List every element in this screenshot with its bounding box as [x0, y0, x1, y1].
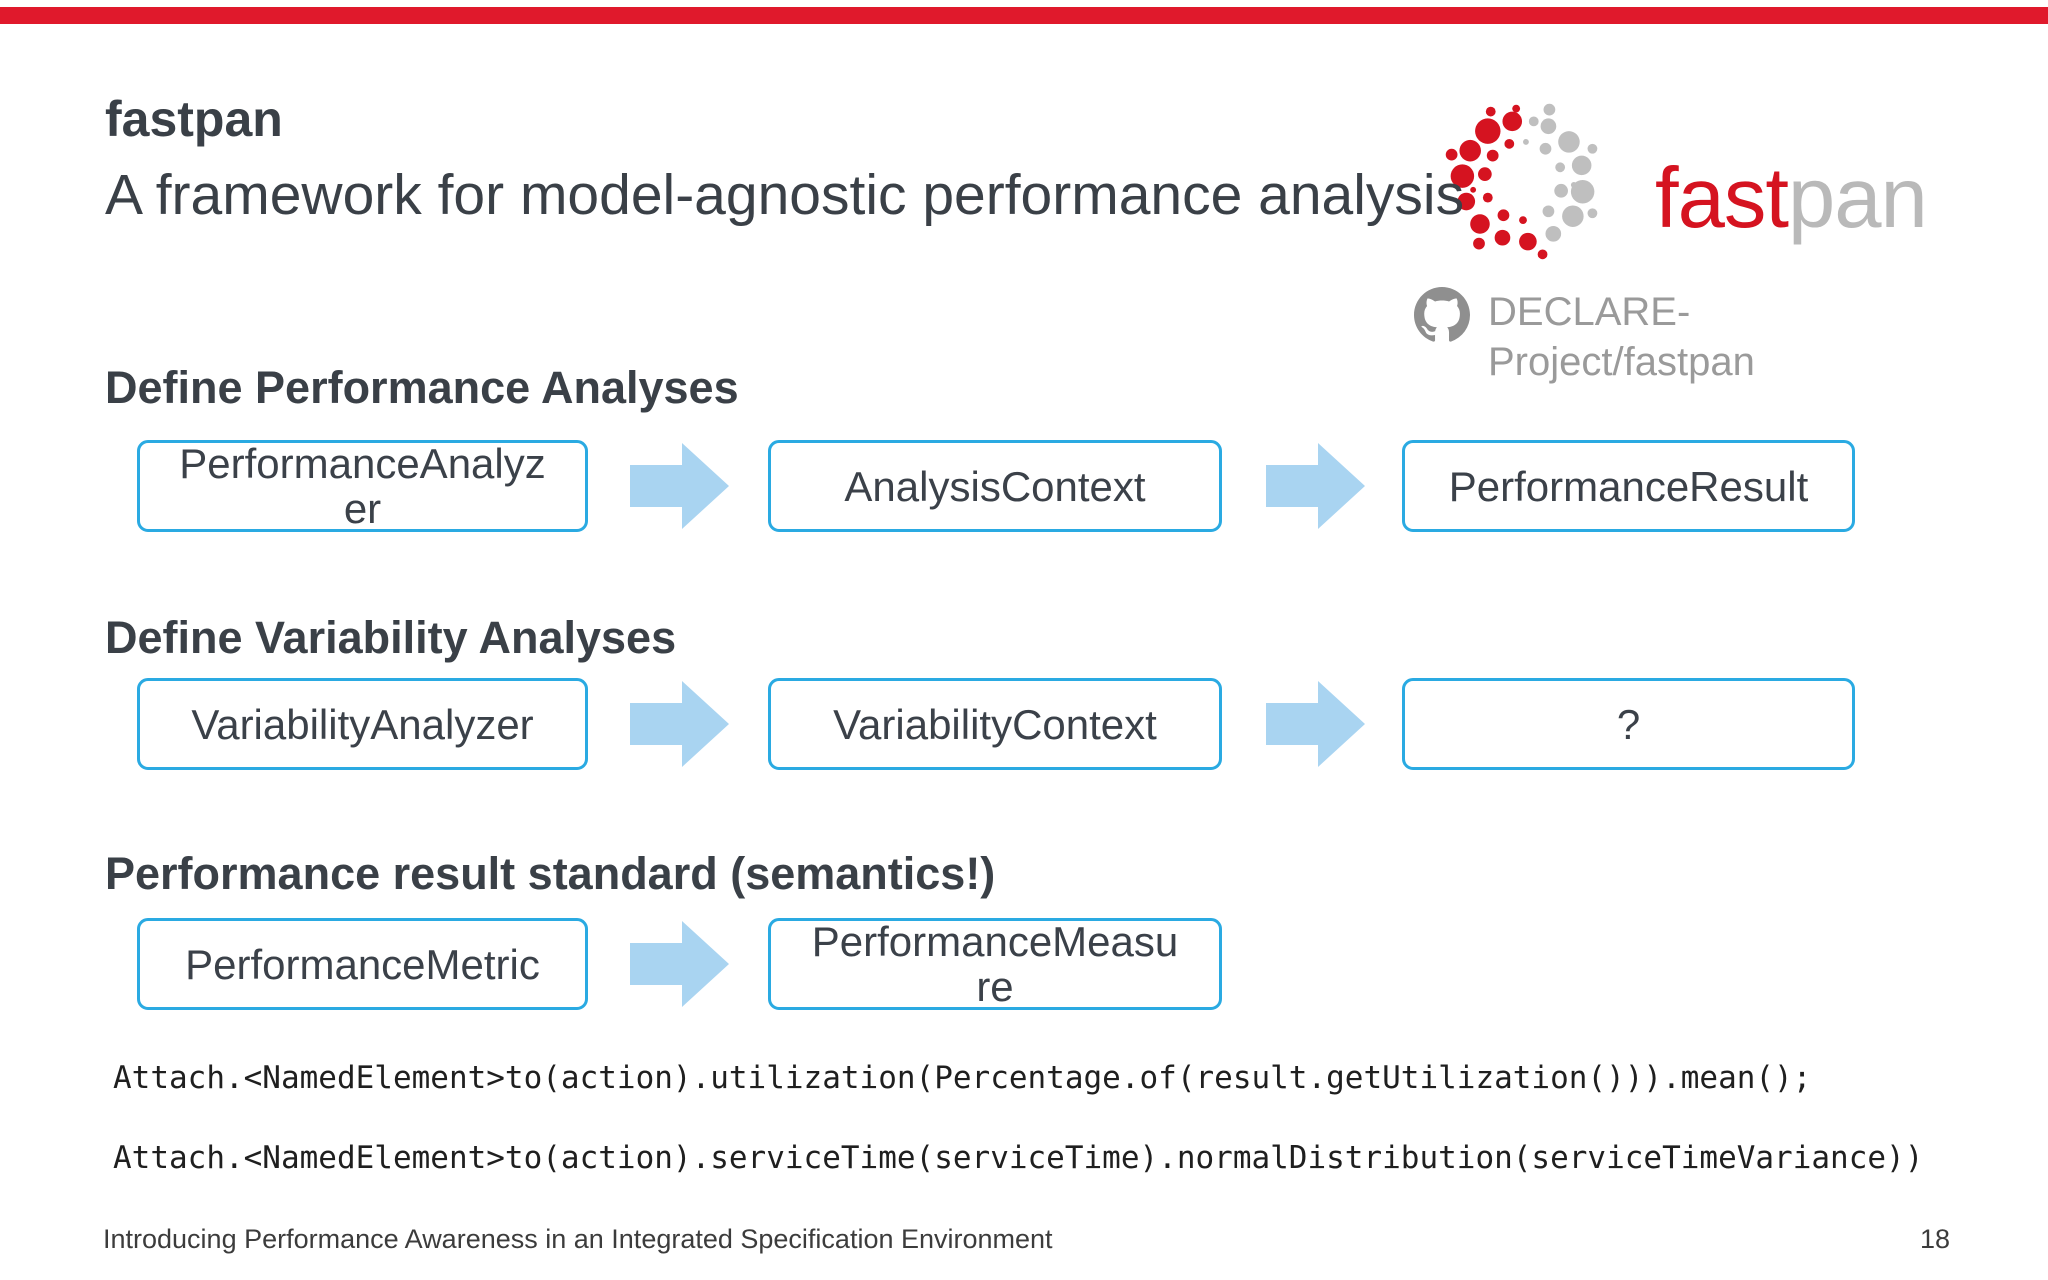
flow-box-performance-result: PerformanceResult — [1402, 440, 1855, 532]
flow-box-variability-context: VariabilityContext — [768, 678, 1222, 770]
wordmark-fast: fast — [1655, 151, 1789, 246]
flow-row-performance: PerformanceAnalyz er AnalysisContext Per… — [0, 440, 2048, 532]
code-line-servicetime: Attach.<NamedElement>to(action).serviceT… — [113, 1140, 1924, 1176]
box-label: er — [343, 485, 382, 532]
flow-box-unknown-result: ? — [1402, 678, 1855, 770]
github-repo-line2: Project/fastpan — [1488, 340, 1755, 384]
fastpan-dots-logo-icon — [1445, 103, 1598, 260]
flow-box-variability-analyzer: VariabilityAnalyzer — [137, 678, 588, 770]
top-red-bar — [0, 7, 2048, 24]
box-label: PerformanceMetric — [185, 940, 540, 988]
box-label: ? — [1616, 700, 1641, 748]
github-reference: DECLARE- Project/fastpan — [1414, 287, 1755, 387]
section-heading-result-standard: Performance result standard (semantics!) — [105, 848, 996, 899]
flow-box-analysis-context: AnalysisContext — [768, 440, 1222, 532]
flow-box-performance-analyzer: PerformanceAnalyz er — [137, 440, 588, 532]
github-icon — [1414, 287, 1470, 342]
box-label: AnalysisContext — [844, 462, 1146, 510]
github-repo-label: DECLARE- Project/fastpan — [1488, 287, 1755, 387]
box-label: PerformanceResult — [1448, 462, 1809, 510]
box-label: PerformanceMeasu — [811, 918, 1179, 965]
arrow-right-icon — [1266, 443, 1365, 529]
arrow-right-icon — [630, 443, 729, 529]
section-heading-variability-analyses: Define Variability Analyses — [105, 612, 677, 663]
github-repo-line1: DECLARE- — [1488, 290, 1691, 334]
arrow-right-icon — [630, 681, 729, 767]
footer-presentation-title: Introducing Performance Awareness in an … — [103, 1224, 1053, 1254]
slide-title: fastpan — [105, 91, 283, 147]
box-label: re — [976, 963, 1014, 1010]
flow-row-variability: VariabilityAnalyzer VariabilityContext ? — [0, 678, 2048, 770]
box-label: VariabilityContext — [833, 700, 1157, 748]
wordmark-pan: pan — [1788, 151, 1928, 246]
code-line-utilization: Attach.<NamedElement>to(action).utilizat… — [113, 1060, 1812, 1096]
flow-box-performance-metric: PerformanceMetric — [137, 918, 588, 1010]
section-heading-performance-analyses: Define Performance Analyses — [105, 362, 739, 413]
box-label: PerformanceAnalyz — [179, 440, 546, 487]
slide-subtitle: A framework for model-agnostic performan… — [105, 163, 1465, 227]
flow-row-result-standard: PerformanceMetric PerformanceMeasu re — [0, 918, 2048, 1010]
page-number: 18 — [1919, 1224, 1950, 1254]
fastpan-wordmark: fastpan — [1655, 150, 1928, 248]
flow-box-performance-measure: PerformanceMeasu re — [768, 918, 1222, 1010]
box-label: VariabilityAnalyzer — [191, 700, 534, 748]
arrow-right-icon — [630, 921, 729, 1007]
arrow-right-icon — [1266, 681, 1365, 767]
